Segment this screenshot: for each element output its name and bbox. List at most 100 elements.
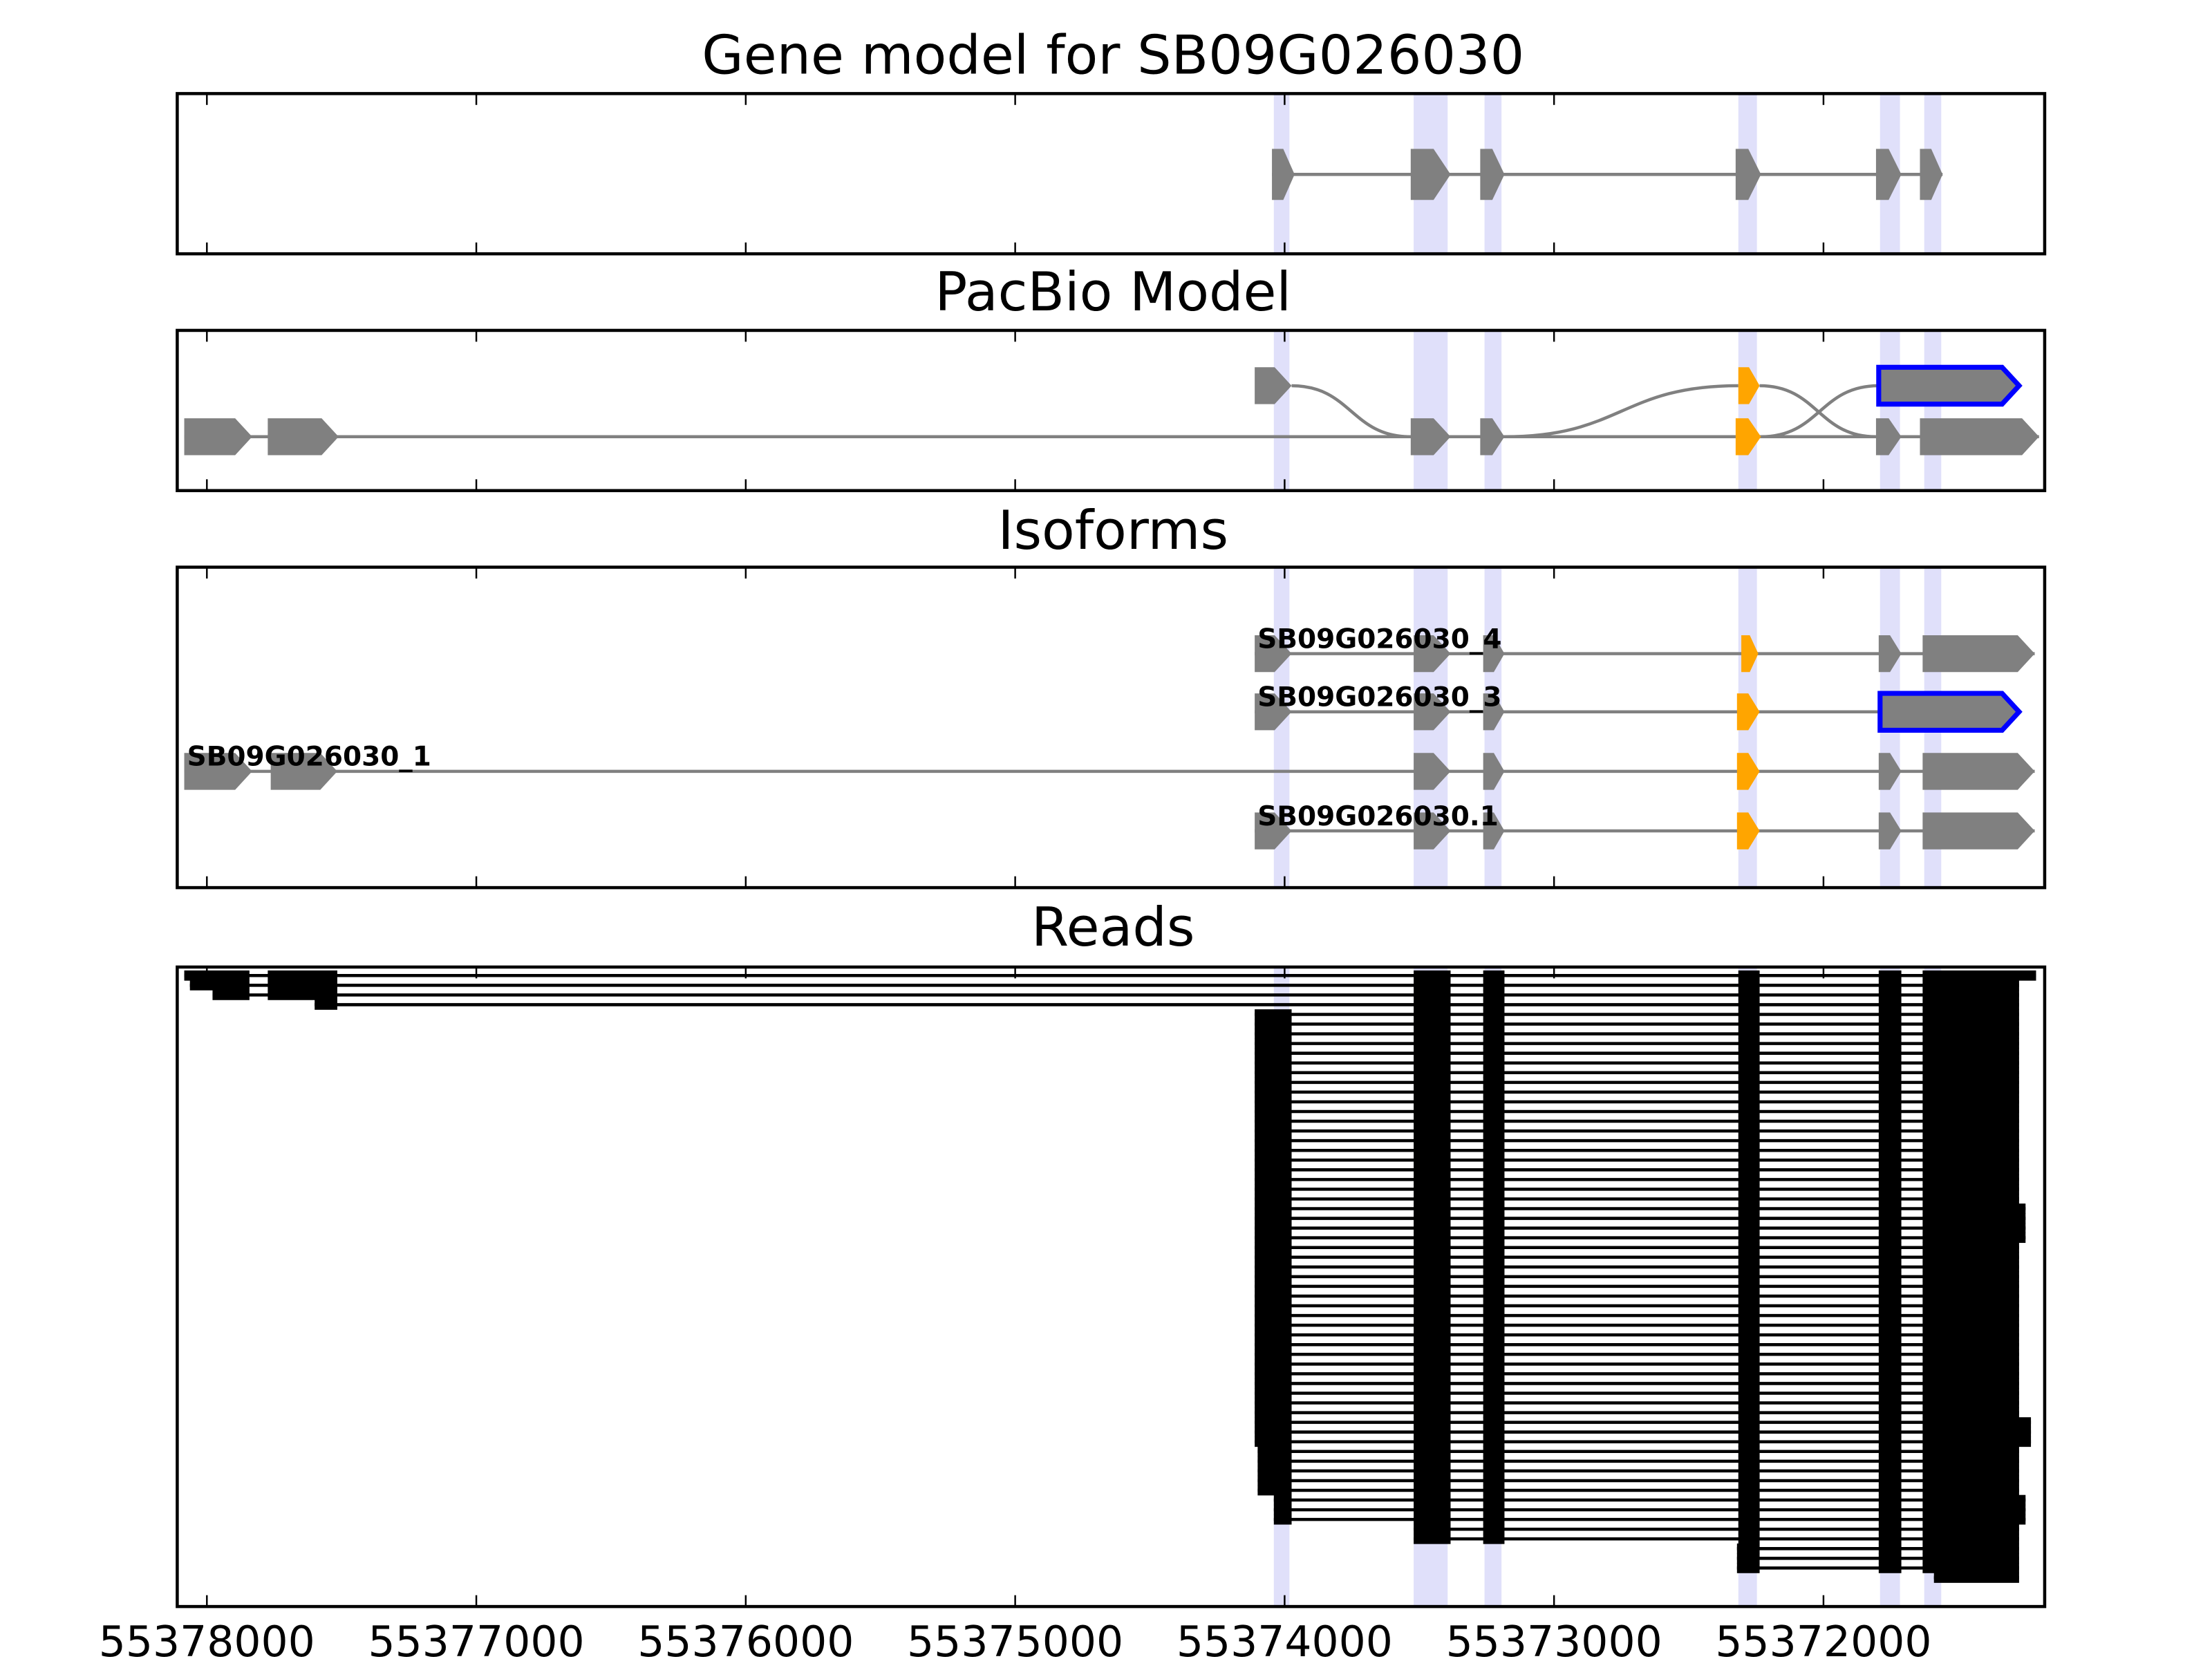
isoform-label: SB09G026030_1 <box>187 742 431 773</box>
read-block <box>1922 1475 2019 1486</box>
read-block <box>1414 1349 1451 1360</box>
read-block <box>1878 1213 1902 1224</box>
read-block <box>1255 1125 1292 1136</box>
read-block <box>1483 1184 1505 1194</box>
read-block <box>1255 1154 1292 1165</box>
read-block <box>1483 1096 1505 1107</box>
read-block <box>1922 1563 2019 1573</box>
read-block <box>1483 1339 1505 1350</box>
read-block <box>1878 1456 1902 1467</box>
read-block <box>1414 1154 1451 1165</box>
read-block <box>1414 1300 1451 1311</box>
read-block <box>1483 1300 1505 1311</box>
plot-content: SB09G026030_4SB09G026030_3SB09G026030_1S… <box>184 149 2039 1583</box>
read-block <box>1878 1262 1902 1273</box>
read-block <box>1255 1116 1292 1127</box>
exon <box>268 418 339 456</box>
read-block <box>1738 1174 1760 1185</box>
read-block <box>1257 1485 1292 1496</box>
read-block <box>1255 1174 1292 1185</box>
read-block <box>1255 1135 1292 1146</box>
read-block <box>1255 1271 1292 1282</box>
read-block <box>1878 1398 1902 1408</box>
read-block <box>1483 1154 1505 1165</box>
panel-frame <box>176 328 2047 492</box>
read-block <box>1414 1125 1451 1136</box>
read-block <box>1922 990 2019 1000</box>
read-block <box>189 980 250 991</box>
read-block <box>1738 1485 1760 1496</box>
read-block <box>1257 1465 1292 1477</box>
read-block <box>1483 1465 1505 1477</box>
read-block <box>1738 1514 1760 1525</box>
read-block <box>1738 1281 1760 1292</box>
read-block <box>1414 1446 1451 1457</box>
read-block <box>1738 1048 1760 1059</box>
read-block <box>1483 1378 1505 1389</box>
read-block <box>1483 1077 1505 1088</box>
x-tick-label: 55374000 <box>1177 1617 1393 1659</box>
read-block <box>1922 1048 2019 1059</box>
read-block <box>1922 1067 2019 1078</box>
read-block <box>1922 1504 2026 1515</box>
read-block <box>1878 1000 1902 1010</box>
read-block <box>1414 1262 1451 1273</box>
read-block <box>1738 1398 1760 1408</box>
x-tick-label: 55376000 <box>637 1617 854 1659</box>
read-block <box>1483 1388 1505 1398</box>
x-tick-label: 55375000 <box>907 1617 1123 1659</box>
exon <box>1920 149 1943 200</box>
read-block <box>1878 1358 1902 1369</box>
read-block <box>1738 970 1760 981</box>
read-block <box>1922 1378 2019 1389</box>
read-block <box>1878 970 1902 981</box>
read-block <box>1738 1436 1760 1447</box>
read-block <box>1483 1427 1505 1438</box>
read-block <box>1255 1077 1292 1088</box>
read-block <box>1922 1154 2019 1165</box>
read-block <box>1878 1446 1902 1457</box>
read-block <box>1414 1096 1451 1107</box>
read-block <box>1483 1125 1505 1136</box>
read-block <box>1738 1116 1760 1127</box>
read-block <box>1483 1407 1505 1418</box>
read-block <box>1414 1135 1451 1146</box>
read-block <box>1878 1067 1902 1078</box>
panel-frame <box>176 565 2047 890</box>
read-block <box>1738 1077 1760 1088</box>
read-block <box>1483 1145 1505 1156</box>
read-block <box>212 990 250 1000</box>
read-block <box>1738 1358 1760 1369</box>
read-block <box>1878 1116 1902 1127</box>
read-block <box>1878 1339 1902 1350</box>
read-block <box>1414 1524 1451 1535</box>
read-block <box>1483 1135 1505 1146</box>
read-block <box>1738 1203 1760 1214</box>
exon <box>1483 693 1505 731</box>
read-block <box>1738 1125 1760 1136</box>
read-block <box>1878 1553 1902 1564</box>
read-block <box>1878 1184 1902 1194</box>
read-block <box>1738 1242 1760 1253</box>
read-block <box>1922 1358 2019 1369</box>
read-block <box>1483 1000 1505 1010</box>
read-block <box>1483 1116 1505 1127</box>
x-tick-label: 55377000 <box>368 1617 585 1659</box>
read-block <box>1483 980 1505 991</box>
read-block <box>1255 1145 1292 1156</box>
read-block <box>1878 1252 1902 1263</box>
read-block <box>1922 1145 2019 1156</box>
splice-junction-curve <box>1761 384 1879 439</box>
read-block <box>1736 1553 1760 1564</box>
read-block <box>1922 1164 2019 1175</box>
read-block <box>1738 1369 1760 1379</box>
read-block <box>1414 1087 1451 1098</box>
read-block <box>1483 1019 1505 1029</box>
exon <box>1255 635 1292 673</box>
read-block <box>1922 1369 2019 1379</box>
read-block <box>1736 1563 1760 1573</box>
read-block <box>1922 1329 2019 1340</box>
isoform-label: SB09G026030_4 <box>1257 624 1501 655</box>
read-block <box>1483 1164 1505 1175</box>
